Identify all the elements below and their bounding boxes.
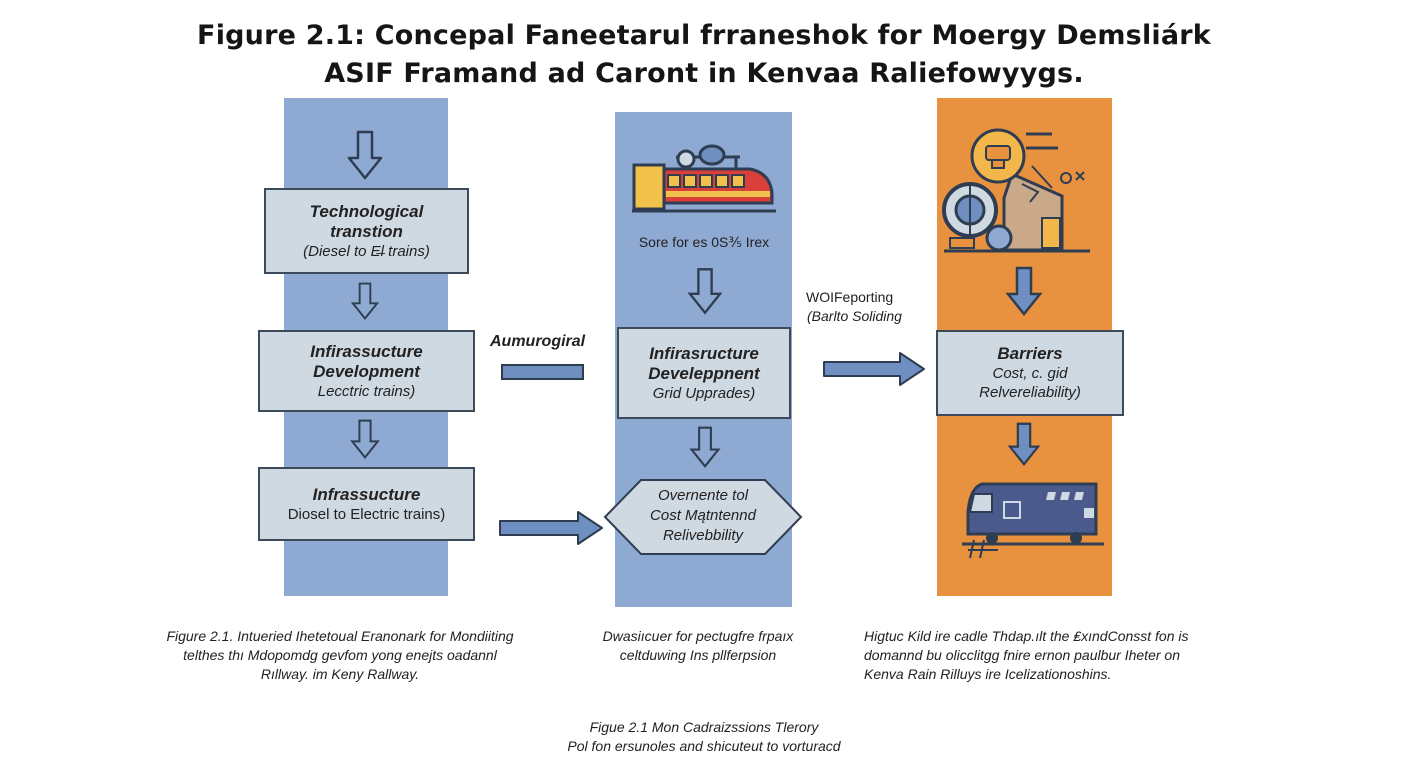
box-subtitle: Diosel to Electric trains): [287, 505, 446, 523]
infrastructure-box: Infrassucture Diosel to Electric trains): [258, 467, 475, 541]
bottom-caption: Figue 2.1 Mon Cadraizssions Tlerory Pol …: [454, 718, 954, 756]
caption-line-2: Pol fon ersunoles and shicuteut to vortu…: [567, 738, 841, 754]
right-arrow-icon: [823, 352, 925, 386]
caption-line-1: Figure 2.1. Intueried Ihetetoual Eranona…: [166, 628, 514, 644]
hexagon-line-2: Cost Mątntennd: [650, 507, 756, 524]
box-title: Barriers: [997, 344, 1063, 363]
hexagon-line-3: Relivebbility: [662, 527, 744, 544]
caption-line-3: Kenva Rain Rilluys ire Icelizationoshins…: [864, 666, 1112, 682]
caption-line-1: Figue 2.1 Mon Cadraizssions Tlerory: [589, 719, 819, 735]
down-arrow-icon: [350, 419, 380, 460]
right-connector-label-line-2: (Barlto Soliding: [807, 308, 902, 324]
barriers-box: Barriers Cost, c. gid Relvereliability): [936, 330, 1124, 416]
hexagon-line-1: Overnente tol: [657, 487, 749, 504]
down-arrow-icon: [687, 268, 723, 315]
technological-transition-box: Technological transtion (Diesel to E̶l t…: [264, 188, 469, 274]
box-title: Infrassucture: [312, 484, 421, 504]
right-connector-label-line-1: WOIFeporting: [806, 289, 894, 305]
box-title: Infirasructure Develeppnent: [648, 343, 760, 383]
infrastructure-development-box: Infirassucture Development Lecctric trai…: [258, 330, 475, 412]
right-caption: Higtuc Kild ire cadle Thdap.ılt the ₤xın…: [840, 627, 1280, 684]
figure-title-line-1: Figure 2.1: Concepal Faneetarul frranesh…: [197, 20, 1211, 51]
connector-bar: [501, 364, 584, 380]
down-arrow-icon: [689, 426, 721, 469]
caption-line-1: Dwasiıcuer for pectugfre frpaıx: [602, 628, 794, 644]
left-caption: Figure 2.1. Intueried Ihetetoual Eranona…: [120, 627, 560, 684]
caption-line-2: domannd bu olicclitgg fnire ernon paulbu…: [864, 647, 1180, 663]
electric-train-icon: [632, 144, 776, 213]
right-arrow-icon: [499, 511, 603, 545]
box-subtitle: (Diesel to E̶l trains): [303, 242, 430, 260]
hexagon-text: Overnente tol Cost Mątntennd Relivebbili…: [603, 486, 803, 546]
grid-infrastructure-box: Infirasructure Develeppnent Grid Upprade…: [617, 327, 791, 419]
caption-line-3: Rıllway. im Keny Rallway.: [260, 666, 420, 682]
box-subtitle: Lecctric trains): [317, 382, 416, 400]
train-icon-caption: Sore for es 0S⅗ Irex: [638, 234, 770, 250]
down-arrow-icon: [1007, 422, 1041, 467]
figure-title-line-2: ASIF Framand ad Caront in Kenvaa Raliefo…: [324, 58, 1084, 89]
box-title: Infirassucture Development: [310, 341, 423, 381]
locomotive-icon: [962, 482, 1104, 559]
hexagon-outcome-shape: [603, 479, 803, 555]
box-subtitle: Grid Upprades): [652, 384, 756, 402]
energy-industry-icon: [942, 128, 1090, 253]
caption-line-1: Higtuc Kild ire cadle Thdap.ılt the ₤xın…: [864, 628, 1189, 644]
box-title: Technological transtion: [309, 201, 424, 241]
caption-line-2: celtduwing Ins pllferpsion: [619, 647, 777, 663]
middle-caption: Dwasiıcuer for pectugfre frpaıx celtduwi…: [570, 627, 826, 665]
box-line-3: Relvereliability): [979, 384, 1081, 401]
down-arrow-icon: [350, 282, 380, 321]
down-arrow-icon: [347, 130, 383, 180]
connector-label: Aumurogiral: [490, 333, 586, 350]
box-line-2: Cost, c. gid: [992, 365, 1068, 382]
down-arrow-icon: [1005, 266, 1043, 317]
caption-line-2: telthes thı Mdopomdg gevfom yong enejts …: [183, 647, 497, 663]
